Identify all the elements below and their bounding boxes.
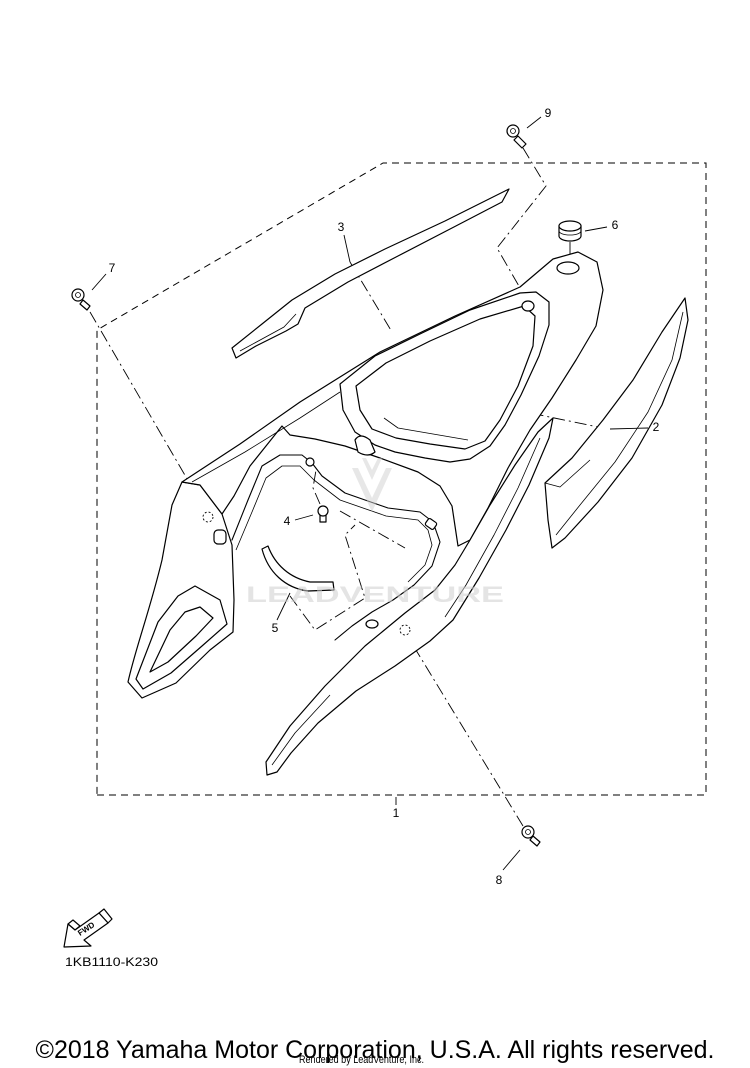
part-8-bolt: [521, 825, 541, 847]
bolt-9-shaft: [513, 135, 527, 149]
cowl-underside-bracket: [231, 454, 441, 641]
left-panel-mount-hole: [213, 529, 227, 545]
bolt-4-head: [317, 505, 329, 517]
leader-6: [584, 226, 608, 232]
watermark-text: LEADVENTURE: [246, 582, 504, 607]
copyright-notice: ©2018 Yamaha Motor Corporation, U.S.A. A…: [36, 1036, 715, 1064]
lower-cover-inner-line: [444, 437, 541, 618]
part-2-edge: [544, 459, 591, 488]
part-3-top-cover: [231, 188, 510, 359]
callout-8: 8: [496, 873, 503, 887]
ref-line-part-3: [349, 261, 393, 333]
bolt-7-head: [71, 288, 85, 302]
leader-9: [526, 116, 542, 129]
leader-8: [502, 849, 521, 871]
part-1-seat-cowl: [181, 251, 604, 547]
figure-code: 1KB1110-K230: [65, 955, 158, 969]
grommet-groove: [558, 230, 582, 236]
leader-2: [609, 427, 649, 430]
leadventure-watermark: LEADVENTURE: [246, 458, 504, 607]
reference-lines: [89, 147, 609, 827]
rendered-by-notice: Rendered by LeadVenture, Inc.: [299, 1054, 424, 1066]
callouts: 1 2 3 4 5 6 7 8 9: [109, 106, 660, 887]
ref-line-part-2: [529, 412, 609, 430]
ref-line-bolt-9: [496, 147, 547, 301]
bolt-7-shaft: [79, 299, 91, 311]
bracket-tab: [424, 518, 438, 530]
callout-1: 1: [393, 806, 400, 820]
ref-line-bolt-8: [404, 631, 524, 827]
part-5-strip: [261, 545, 335, 592]
callout-2: 2: [653, 420, 660, 434]
leader-7: [91, 273, 107, 291]
left-panel-clip-mark: [202, 511, 214, 523]
bolt-hole-rear: [521, 300, 535, 312]
leader-lines: [91, 116, 649, 871]
bolt-8-shaft: [529, 835, 541, 847]
part-1-left-panel: [127, 481, 235, 699]
callout-6: 6: [612, 218, 619, 232]
left-panel-inner-recess: [149, 606, 214, 673]
cowl-window: [354, 435, 376, 456]
callout-5: 5: [272, 621, 279, 635]
bolt-9-head-center: [510, 128, 516, 134]
part-4-bolt: [317, 505, 329, 523]
ref-line-part-5: [289, 524, 366, 631]
ref-line-bracket: [339, 510, 406, 549]
bracket-outer-line: [231, 454, 441, 641]
watermark-logo-icon: [352, 458, 392, 512]
leader-5: [276, 592, 291, 621]
lower-cover-outline: [265, 417, 554, 776]
callout-9: 9: [545, 106, 552, 120]
seat-opening-inner: [355, 305, 536, 450]
ref-line-bolt-7: [89, 311, 219, 533]
seat-opening-ledge: [383, 417, 469, 441]
bracket-inner-line: [235, 465, 433, 583]
bolt-8-head-center: [525, 829, 531, 835]
lower-cover-tip-line: [271, 694, 331, 766]
bolt-8-head: [521, 825, 535, 839]
part-9-bolt: [506, 124, 527, 149]
fwd-arrow-body: [63, 912, 109, 948]
bracket-clip: [305, 457, 315, 467]
bolt-7-head-center: [75, 292, 81, 298]
bolt-9-head: [506, 124, 520, 138]
part-3-outline: [231, 188, 510, 359]
lower-cover-clip-mark: [399, 624, 411, 636]
part-3-edge-line: [239, 313, 297, 352]
seat-cowl-bevel-line: [191, 391, 341, 483]
part-2-stripe: [555, 311, 684, 536]
part-7-bolt: [71, 288, 91, 311]
part-1-lower-cover: [265, 417, 554, 776]
grommet-top: [558, 220, 582, 232]
assembly-frame: [96, 162, 707, 796]
part-2-outline: [544, 297, 689, 549]
fwd-arrow-icon: FWD: [63, 908, 113, 948]
callout-7: 7: [109, 261, 116, 275]
part-2-side-panel: [544, 297, 689, 549]
leader-3: [343, 234, 351, 263]
grommet-hole: [556, 261, 580, 275]
part-6-grommet: [558, 220, 582, 242]
leader-4: [294, 514, 314, 521]
callout-3: 3: [338, 220, 345, 234]
bracket-hole: [365, 619, 379, 629]
ref-line-bolt-4: [312, 469, 321, 505]
callout-4: 4: [284, 514, 291, 528]
